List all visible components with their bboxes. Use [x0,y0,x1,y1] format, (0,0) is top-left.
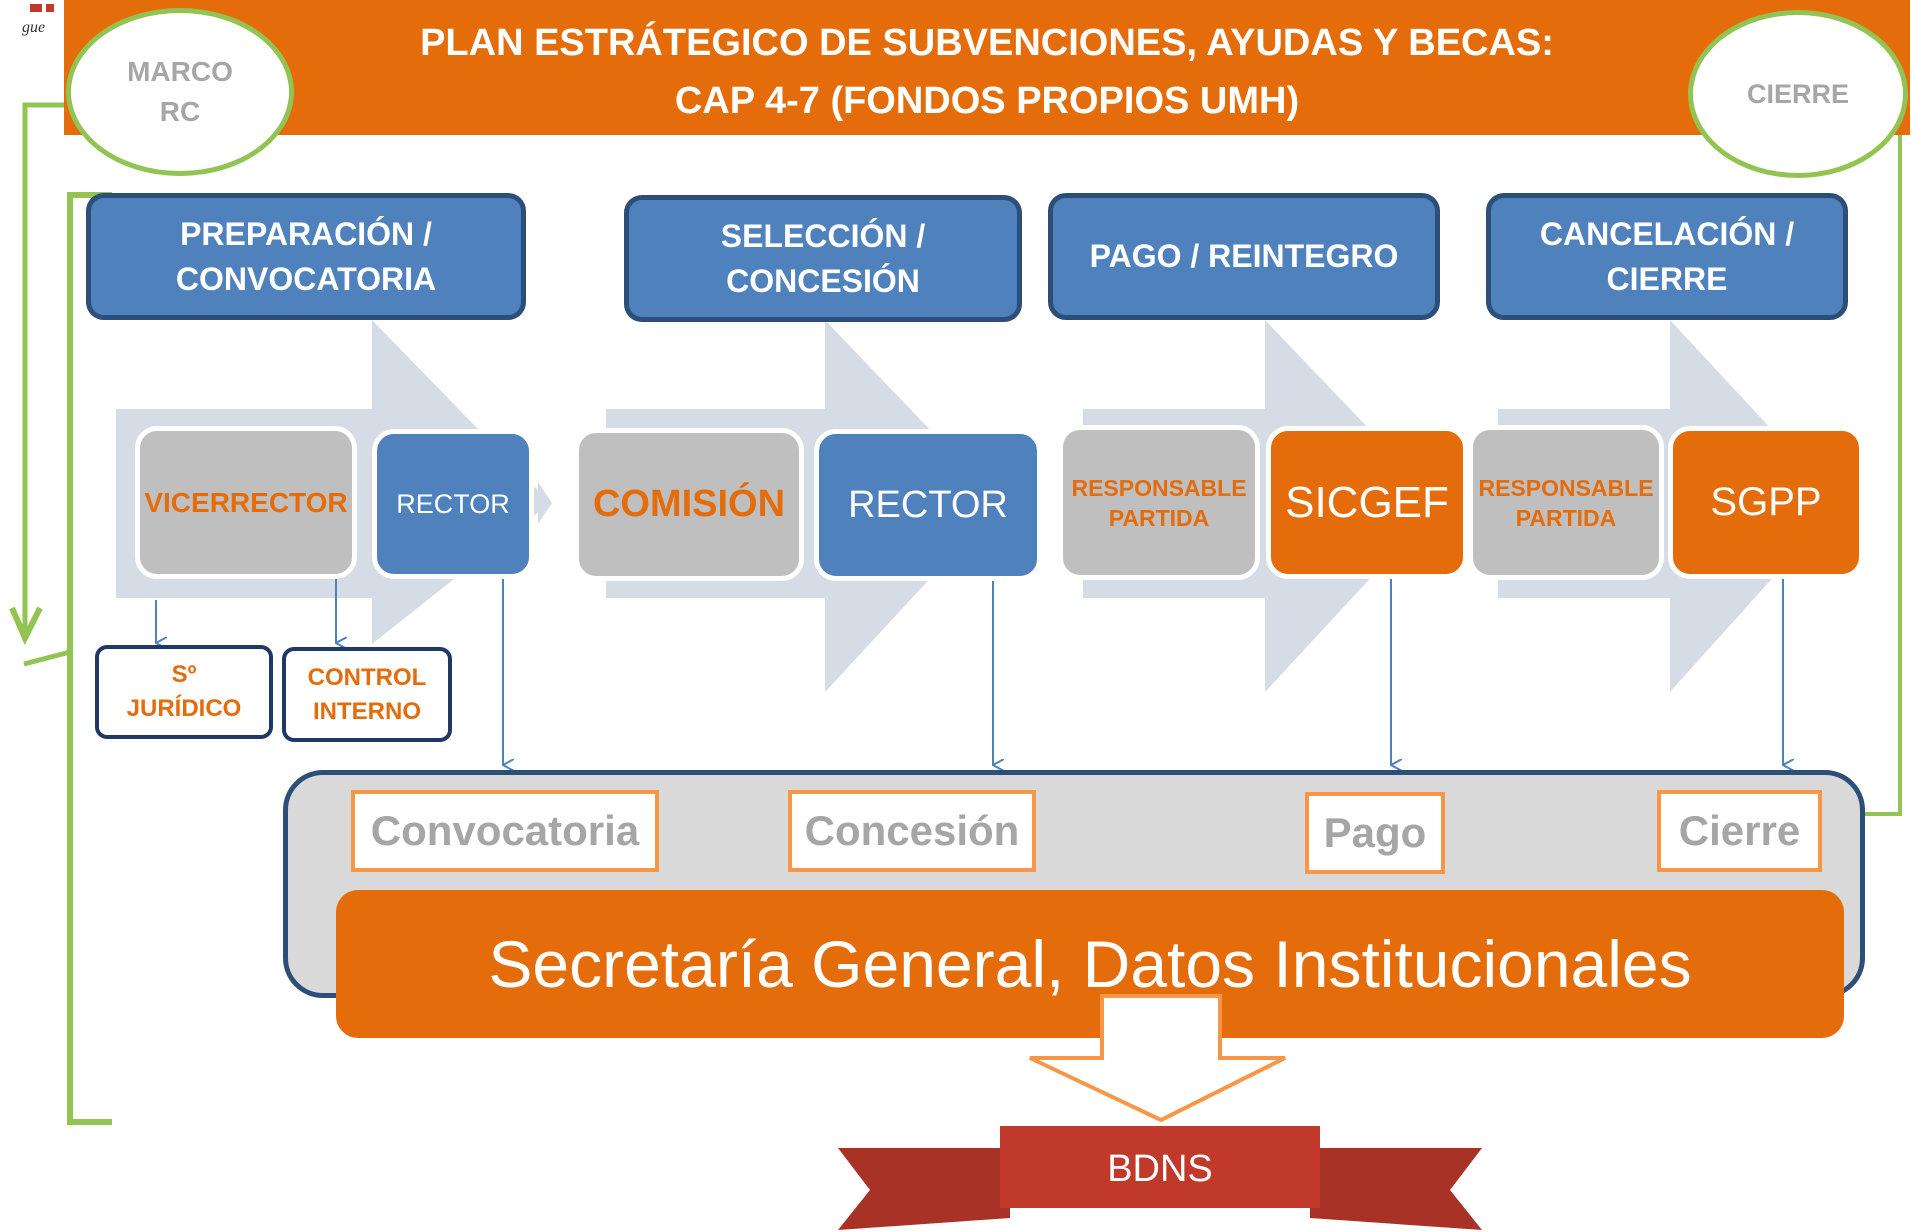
sgpp-label: SGPP [1710,480,1822,524]
bdns-ribbon-icon [838,1126,1482,1230]
responsable-1-line-2: PARTIDA [1108,504,1210,531]
phase-preparacion: PREPARACIÓN / CONVOCATORIA [86,193,526,320]
role-sgpp: SGPP [1668,426,1864,579]
vicerrector-label: VICERRECTOR [144,486,348,518]
phase-1-line-1: PREPARACIÓN / [180,215,432,252]
title-bar [64,0,1910,135]
title-line-2: CAP 4-7 (FONDOS PROPIOS UMH) [674,80,1300,122]
cierre-oval-label: CIERRE [1746,78,1849,109]
marco-rc-oval: MARCO RC [66,8,294,176]
control-line-2: INTERNO [313,697,421,725]
phase-4-line-2: CIERRE [1606,260,1728,297]
responsable-2-line-1: RESPONSABLE [1478,474,1654,501]
juridico-line-1: Sº [171,661,197,688]
subrole-control-interno: CONTROL INTERNO [282,647,452,742]
phase-2-line-1: SELECCIÓN / [720,217,926,254]
rc-label: RC [159,96,201,127]
role-comision: COMISIÓN [574,428,804,581]
doc-concesion-label: Concesión [804,807,1020,854]
phase-1-line-2: CONVOCATORIA [175,260,437,297]
title-line-1: PLAN ESTRÁTEGICO DE SUBVENCIONES, AYUDAS… [420,22,1554,64]
phase-chevron-3 [1083,320,1440,692]
responsable-1-line-1: RESPONSABLE [1071,474,1247,501]
doc-pago-label: Pago [1323,809,1427,856]
role-vicerrector: VICERRECTOR [135,426,357,579]
doc-convocatoria-label: Convocatoria [370,807,640,854]
role-sicgef: SICGEF [1266,426,1468,579]
cierre-connector [1865,100,1902,816]
marco-label: MARCO [127,56,233,87]
phase-4-line-1: CANCELACIÓN / [1539,215,1795,252]
logo-fragment: gue [22,4,54,36]
phase-cancelacion: CANCELACIÓN / CIERRE [1486,193,1848,320]
comision-label: COMISIÓN [592,483,786,525]
doc-cierre-label: Cierre [1678,807,1801,854]
bdns-text: BDNS [1107,1147,1213,1190]
small-arrow-chevron [538,482,552,524]
connector-lines [155,576,1783,765]
doc-pago: Pago [1305,792,1445,874]
rector-2-label: RECTOR [848,483,1008,526]
sicgef-label: SICGEF [1285,477,1449,527]
rector-1-label: RECTOR [396,488,510,519]
juridico-line-2: JURÍDICO [126,695,242,722]
responsable-2-line-2: PARTIDA [1515,504,1617,531]
doc-concesion: Concesión [788,790,1036,872]
role-responsable-partida-1: RESPONSABLE PARTIDA [1058,425,1260,580]
phase-3-line-1: PAGO / REINTEGRO [1089,238,1399,274]
cierre-oval: CIERRE [1688,10,1908,178]
phase-2-line-2: CONCESIÓN [726,262,920,299]
bdns-label: BDNS [1000,1132,1320,1206]
doc-cierre: Cierre [1657,790,1822,872]
role-rector-1: RECTOR [372,429,534,579]
marco-bracket [9,102,112,1125]
secretaria-label: Secretaría General, Datos Institucionale… [488,927,1692,1001]
phase-pago: PAGO / REINTEGRO [1048,193,1440,320]
svg-text:gue: gue [22,19,45,36]
role-responsable-partida-2: RESPONSABLE PARTIDA [1468,425,1664,580]
down-arrow-icon [1029,994,1286,1123]
doc-convocatoria: Convocatoria [351,790,659,872]
control-line-1: CONTROL [307,663,427,691]
role-rector-2: RECTOR [814,429,1042,581]
page-title: PLAN ESTRÁTEGICO DE SUBVENCIONES, AYUDAS… [64,14,1910,130]
secretaria-general-bar: Secretaría General, Datos Institucionale… [336,890,1844,1038]
phase-seleccion: SELECCIÓN / CONCESIÓN [624,195,1022,322]
